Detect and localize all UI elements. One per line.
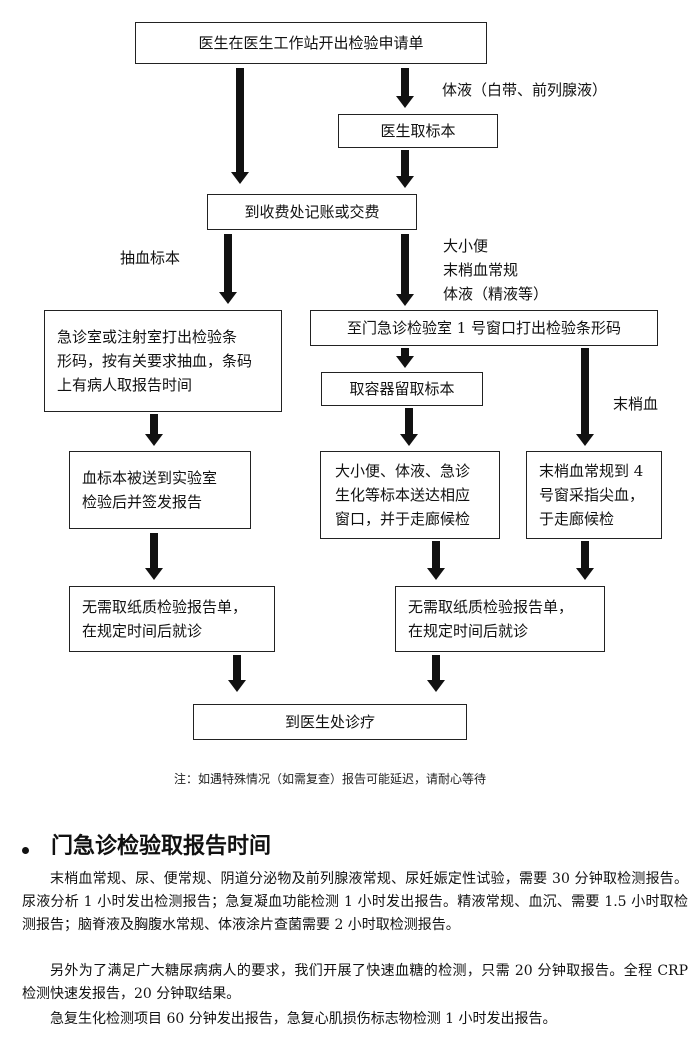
final-text: 到医生处诊疗 [284,713,375,731]
arrow-lab-window-to-peripheral [576,348,594,446]
urine-sent-box: 大小便、体液、急诊 生化等标本送达相应 窗口，并于走廊候检 [320,451,500,539]
no-paper-right-line-2: 在规定时间后就诊 [408,622,529,640]
arrow-urine-sent-to-no-paper [427,541,445,580]
start-text: 医生在医生工作站开出检验申请单 [198,34,424,52]
urine-sent-line-1: 大小便、体液、急诊 [335,462,471,480]
final-box: 到医生处诊疗 [193,704,467,740]
arrow-payment-to-lab-window [396,234,414,306]
arrow-start-to-payment [231,68,249,184]
peripheral-line-1: 末梢血常规到 4 [539,462,644,480]
payment-box: 到收费处记账或交费 [207,194,417,230]
peripheral-line-2: 号窗采指尖血， [539,486,645,504]
peripheral-box: 末梢血常规到 4 号窗采指尖血， 于走廊候检 [526,451,662,539]
arrow-blood-sent-to-no-paper [145,533,163,580]
right-label-fluid: 体液（精液等） [443,285,549,303]
paragraph-3: 急复生化检测项目 60 分钟发出报告，急复心肌损伤标志物检测 1 小时发出报告。 [50,1011,557,1027]
section-title: 门急诊检验取报告时间 [51,834,272,859]
blood-sample-label: 抽血标本 [120,246,180,270]
er-room-line-2: 形码，按有关要求抽血，条码 [57,352,253,370]
right-label-stool: 大小便 [443,237,489,255]
blood-sample-label-text: 抽血标本 [120,249,181,267]
doctor-sample-text: 医生取标本 [380,122,456,140]
arrow-payment-to-er-room [219,234,237,304]
section-heading: 门急诊检验取报告时间 [22,826,682,862]
bullet-icon [22,846,29,854]
fluid-label-text: 体液（白带、前列腺液） [442,81,608,99]
fluid-label: 体液（白带、前列腺液） [442,78,607,102]
arrow-er-room-to-blood-sent [145,414,163,446]
arrow-doctor-sample-to-payment [396,150,414,188]
right-sample-labels: 大小便 末梢血常规 体液（精液等） [443,234,548,306]
er-room-line-3: 上有病人取报告时间 [57,376,193,394]
lab-window-text: 至门急诊检验室 1 号窗口打出检验条形码 [346,319,622,337]
urine-sent-line-2: 生化等标本送达相应 [335,486,471,504]
paragraph-1: 末梢血常规、尿、便常规、阴道分泌物及前列腺液常规、尿妊娠定性试验，需要 30 分… [22,871,688,933]
er-room-line-1: 急诊室或注射室打出检验条 [57,328,238,346]
doctor-sample-box: 医生取标本 [338,114,498,148]
no-paper-left-box: 无需取纸质检验报告单， 在规定时间后就诊 [69,586,275,652]
blood-sent-line-1: 血标本被送到实验室 [82,469,218,487]
delay-note: 注：如遇特殊情况（如需复查）报告可能延迟，请耐心等待 [173,772,486,786]
arrow-lab-window-to-container [396,348,414,368]
no-paper-right-box: 无需取纸质检验报告单， 在规定时间后就诊 [395,586,605,652]
payment-text: 到收费处记账或交费 [244,203,380,221]
urine-sent-line-3: 窗口，并于走廊候检 [335,510,471,528]
peripheral-line-3: 于走廊候检 [539,510,615,528]
blood-sent-box: 血标本被送到实验室 检验后并签发报告 [69,451,251,529]
arrow-right-to-final [427,655,445,692]
arrow-start-to-doctor-sample [396,68,414,108]
arrow-peripheral-to-no-paper [576,541,594,580]
peripheral-label: 末梢血 [613,392,658,416]
arrow-left-to-final [228,655,246,692]
container-box: 取容器留取标本 [321,372,483,406]
no-paper-right-line-1: 无需取纸质检验报告单， [408,598,574,616]
no-paper-left-line-2: 在规定时间后就诊 [82,622,203,640]
arrow-container-to-urine-sent [400,408,418,446]
container-text: 取容器留取标本 [349,380,455,398]
right-label-peripheral: 末梢血常规 [443,261,519,279]
blood-sent-line-2: 检验后并签发报告 [82,493,203,511]
flow-arrows [145,68,594,692]
lab-window-box: 至门急诊检验室 1 号窗口打出检验条形码 [310,310,658,346]
no-paper-left-line-1: 无需取纸质检验报告单， [82,598,248,616]
er-room-box: 急诊室或注射室打出检验条 形码，按有关要求抽血，条码 上有病人取报告时间 [44,310,282,412]
peripheral-label-text: 末梢血 [613,395,659,413]
start-box: 医生在医生工作站开出检验申请单 [135,22,487,64]
paragraph-2: 另外为了满足广大糖尿病病人的要求，我们开展了快速血糖的检测，只需 20 分钟取报… [22,963,688,1002]
flowchart: 医生在医生工作站开出检验申请单 体液（白带、前列腺液） 医生取标本 到收费处记账… [44,22,662,740]
